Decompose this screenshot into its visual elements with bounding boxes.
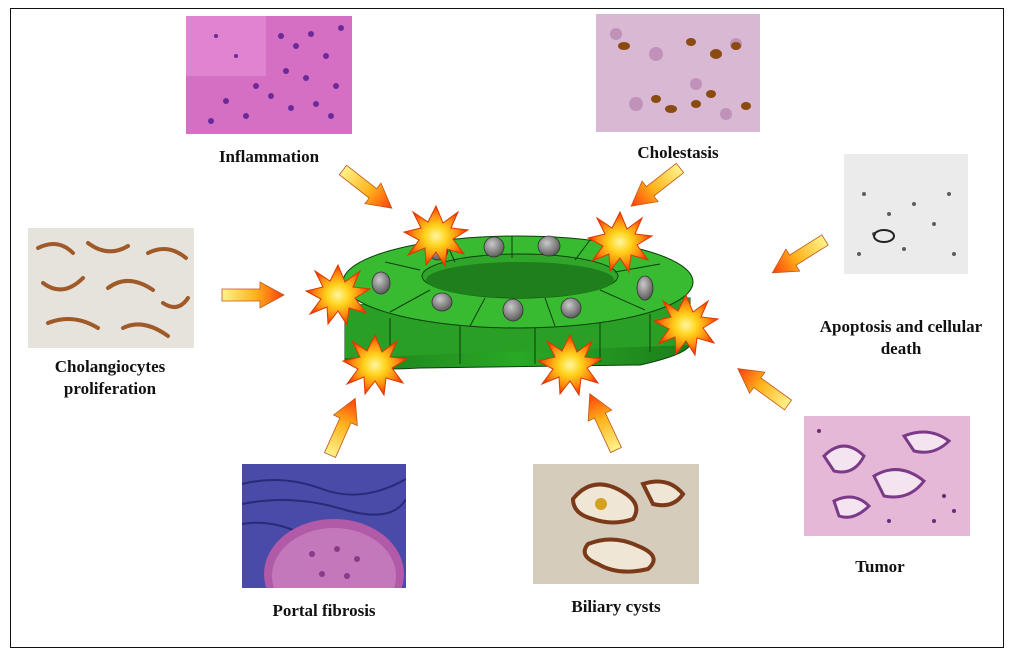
proliferation-label: Cholangiocytes proliferation	[30, 356, 190, 400]
inflammation-label: Inflammation	[204, 146, 334, 168]
biliary-cysts-label: Biliary cysts	[548, 596, 684, 618]
apoptosis-micrograph	[844, 154, 968, 274]
portal-fibrosis-label: Portal fibrosis	[254, 600, 394, 622]
tumor-label: Tumor	[820, 556, 940, 578]
apoptosis-label-line1: Apoptosis and cellular	[796, 316, 1006, 338]
proliferation-label-line2: proliferation	[30, 378, 190, 400]
apoptosis-label-line2: death	[796, 338, 1006, 360]
biliary-cysts-micrograph	[533, 464, 699, 584]
portal-fibrosis-micrograph	[242, 464, 406, 588]
tumor-micrograph	[804, 416, 970, 536]
apoptosis-label: Apoptosis and cellular death	[796, 316, 1006, 360]
cholestasis-label: Cholestasis	[618, 142, 738, 164]
cholestasis-micrograph	[596, 14, 760, 132]
inflammation-micrograph	[186, 16, 352, 134]
proliferation-micrograph	[28, 228, 194, 348]
proliferation-label-line1: Cholangiocytes	[30, 356, 190, 378]
